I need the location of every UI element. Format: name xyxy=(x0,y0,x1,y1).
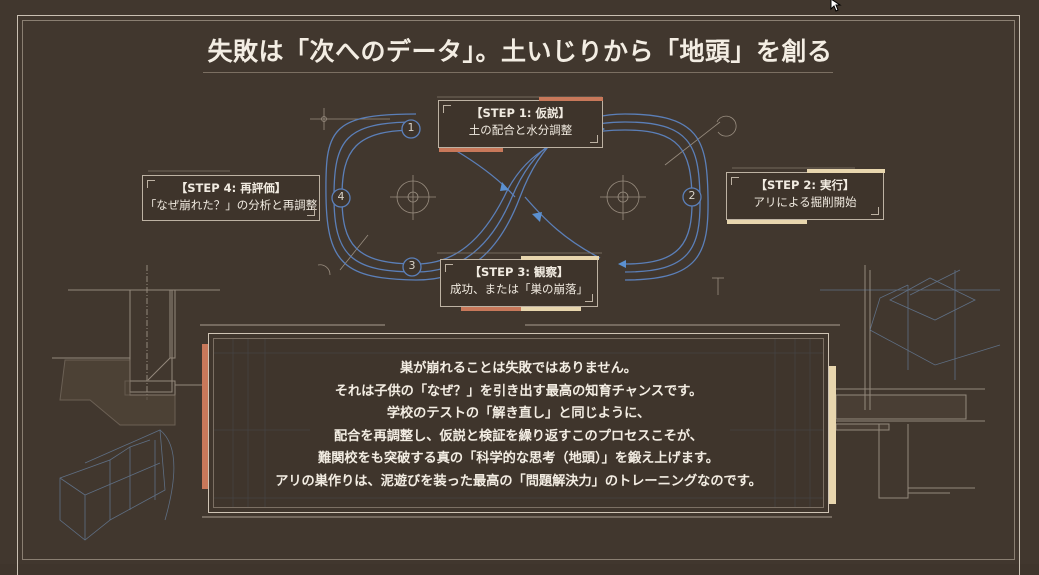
step-4-description: 「なぜ崩れた？」の分析と再調整 xyxy=(144,198,318,212)
blueprint-section-right-icon xyxy=(835,265,985,499)
message-line-5: 難関校をも突破する真の「科学的な思考（地頭）」を鍛え上げます。 xyxy=(318,451,719,466)
slide-title: 失敗は「次へのデータ」。土いじりから「地頭」を創る xyxy=(207,37,833,66)
message-line-1: 巣が崩れることは失敗ではありません。 xyxy=(400,361,637,376)
step-3-card: 【STEP 3: 観察】 成功、または「巣の崩落」 xyxy=(440,256,599,311)
step-1-description: 土の配合と水分調整 xyxy=(468,123,573,137)
step-number-2: 2 xyxy=(688,189,696,202)
step-1-accent-top xyxy=(539,97,603,101)
main-card-accent-left xyxy=(202,344,208,489)
step-3-accent-bottom-left xyxy=(461,307,521,311)
message-line-4: 配合を再調整し、仮説と検証を繰り返すこのプロセスこそが、 xyxy=(334,428,703,444)
step-2-accent-top xyxy=(807,169,885,173)
main-message-card-inner-border xyxy=(213,338,824,508)
step-1-title: 【STEP 1: 仮説】 xyxy=(470,106,571,120)
step-4-title: 【STEP 4: 再評価】 xyxy=(175,181,287,195)
step-2-title: 【STEP 2: 実行】 xyxy=(755,178,855,192)
outer-frame-border xyxy=(17,15,1020,575)
main-message-text: 巣が崩れることは失敗ではありません。 それは子供の「なぜ？」を引き出す最高の知育… xyxy=(208,358,829,493)
title-underline xyxy=(203,72,833,73)
message-line-2: それは子供の「なぜ？」を引き出す最高の知育チャンスです。 xyxy=(334,383,703,399)
mouse-cursor-icon xyxy=(830,0,842,12)
step-3-accent-top xyxy=(521,256,599,260)
step-4-card: 【STEP 4: 再評価】 「なぜ崩れた？」の分析と再調整 xyxy=(142,175,320,221)
step-3-description: 成功、または「巣の崩落」 xyxy=(450,282,588,296)
step-2-accent-bottom xyxy=(727,220,807,224)
step-2-card: 【STEP 2: 実行】 アリによる掘削開始 xyxy=(726,169,885,224)
step-number-4: 4 xyxy=(337,190,345,203)
step-3-accent-bottom-right xyxy=(521,307,581,311)
step-1-accent-bottom xyxy=(439,148,503,152)
inner-frame-border xyxy=(22,20,1015,560)
message-line-6: アリの巣作りは、泥遊びを装った最高の「問題解決力」のトレーニングなのです。 xyxy=(275,473,762,489)
message-line-3: 学校のテストの「解き直し」と同じように、 xyxy=(386,406,651,421)
crosshair-decorations-icon xyxy=(310,108,737,295)
step-1-card: 【STEP 1: 仮説】 土の配合と水分調整 xyxy=(438,97,603,152)
step-number-1: 1 xyxy=(407,121,415,134)
blueprint-section-left-icon xyxy=(52,265,220,426)
main-message-card xyxy=(208,333,829,513)
step-3-title: 【STEP 3: 観察】 xyxy=(469,265,569,279)
isometric-cubes-left-icon xyxy=(59,429,175,541)
main-card-frame-lines xyxy=(200,324,840,518)
main-card-accent-right xyxy=(829,366,836,504)
step-2-description: アリによる掘削開始 xyxy=(753,195,857,209)
step-number-circles xyxy=(331,119,702,277)
isometric-frame-right-icon xyxy=(820,269,1001,380)
step-number-3: 3 xyxy=(408,259,416,272)
